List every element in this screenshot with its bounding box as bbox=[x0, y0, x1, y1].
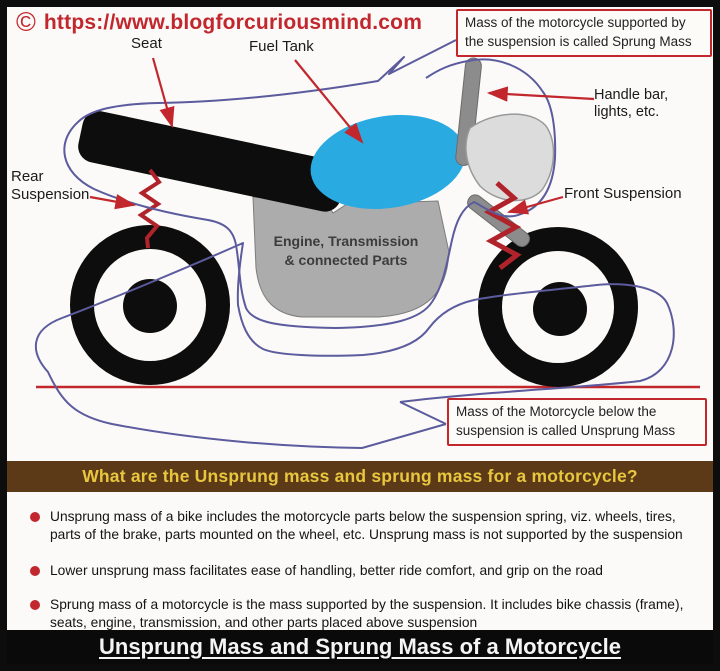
sprung-mass-outline bbox=[63, 39, 557, 329]
seat-shape bbox=[78, 110, 346, 212]
engine-label: Engine, Transmission & connected Parts bbox=[273, 233, 419, 268]
handlebar-arrow bbox=[486, 86, 595, 102]
footer-title: Unsprung Mass and Sprung Mass of a Motor… bbox=[99, 634, 621, 659]
fuel-tank-label: Fuel Tank bbox=[249, 38, 314, 55]
bullet-icon bbox=[30, 512, 40, 522]
bullet-text: Lower unsprung mass facilitates ease of … bbox=[50, 563, 603, 578]
bullet-text: Unsprung mass of a bike includes the mot… bbox=[50, 509, 683, 542]
seat-label: Seat bbox=[131, 35, 162, 52]
copyright-icon: © bbox=[16, 7, 36, 37]
fuel-tank-arrow bbox=[294, 59, 364, 144]
bullet-icon bbox=[30, 566, 40, 576]
bullet-item-unsprung-definition: Unsprung mass of a bike includes the mot… bbox=[30, 508, 704, 544]
front-spring bbox=[483, 181, 522, 270]
question-banner-text: What are the Unsprung mass and sprung ma… bbox=[82, 466, 638, 486]
unsprung-pointer-stroke bbox=[399, 401, 447, 425]
handlebar-stem bbox=[455, 57, 482, 166]
annotation-arrows bbox=[89, 57, 595, 215]
handlebar-label: Handle bar, lights, etc. bbox=[594, 87, 669, 121]
site-url[interactable]: https://www.blogforcuriousmind.com bbox=[43, 10, 423, 34]
headlight-shape bbox=[465, 113, 555, 202]
bullet-icon bbox=[30, 600, 40, 610]
rear-wheel bbox=[70, 225, 230, 385]
sprung-mass-callout: Mass of the motorcycle supported by the … bbox=[456, 9, 712, 57]
unsprung-mass-outline bbox=[34, 242, 675, 449]
footer-title-bar: Unsprung Mass and Sprung Mass of a Motor… bbox=[7, 630, 713, 664]
unsprung-mass-callout: Mass of the Motorcycle below the suspens… bbox=[447, 398, 707, 446]
seat-arrow bbox=[151, 57, 175, 129]
rear-spring bbox=[137, 168, 162, 249]
question-banner: What are the Unsprung mass and sprung ma… bbox=[7, 461, 713, 492]
rear-suspension-label: Rear Suspension bbox=[11, 168, 90, 203]
bullet-item-unsprung-benefit: Lower unsprung mass facilitates ease of … bbox=[30, 562, 704, 580]
front-suspension-arrow bbox=[506, 195, 564, 215]
motorcycle-diagram bbox=[34, 39, 700, 449]
front-wheel bbox=[478, 227, 638, 387]
bullet-text: Sprung mass of a motorcycle is the mass … bbox=[50, 597, 684, 630]
bullet-item-sprung-definition: Sprung mass of a motorcycle is the mass … bbox=[30, 596, 704, 632]
rear-suspension-arrow bbox=[89, 194, 137, 210]
site-url-row: © https://www.blogforcuriousmind.com bbox=[16, 9, 422, 36]
front-suspension-label: Front Suspension bbox=[564, 185, 682, 202]
